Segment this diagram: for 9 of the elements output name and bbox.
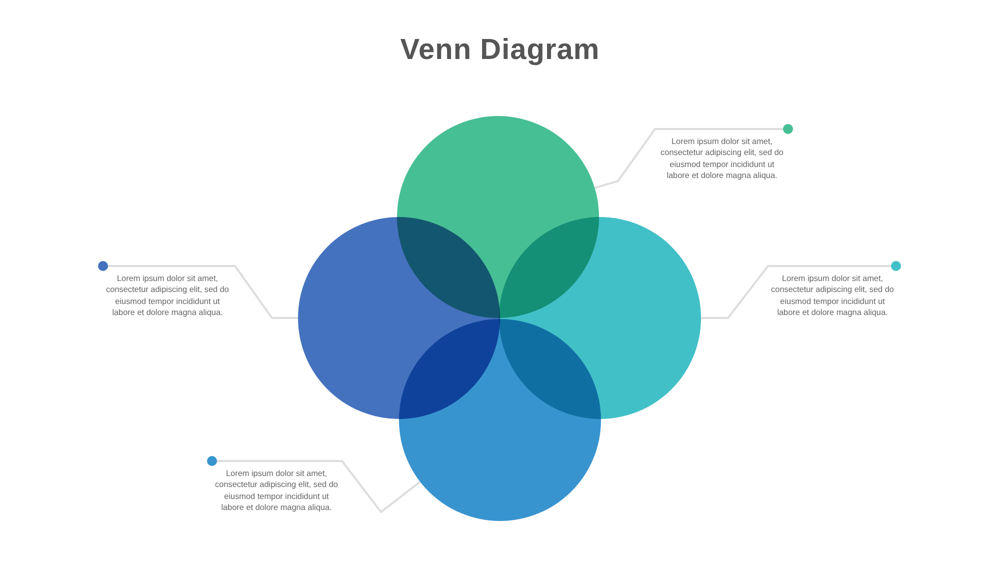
leader-line [594,124,793,189]
leader-line [701,261,901,319]
description-text: Lorem ipsum dolor sit amet, consectetur adipiscing elit, sed do eiusmod tempor incididunt ut labore et dolore magna aliqua. [105,273,230,319]
description-text: Lorem ipsum dolor sit amet, consectetur adipiscing elit, sed do eiusmod tempor incididunt ut labore et dolore magna aliqua. [660,136,784,182]
description-text: Lorem ipsum dolor sit amet, consectetur adipiscing elit, sed do eiusmod tempor incididunt ut labore et dolore magna aliqua. [214,468,339,514]
leader-line [98,261,298,319]
description-text: Lorem ipsum dolor sit amet, consectetur adipiscing elit, sed do eiusmod tempor incididunt ut labore et dolore magna aliqua. [770,273,895,319]
diagram-title: Venn Diagram [399,34,601,67]
leader-line [207,456,421,514]
